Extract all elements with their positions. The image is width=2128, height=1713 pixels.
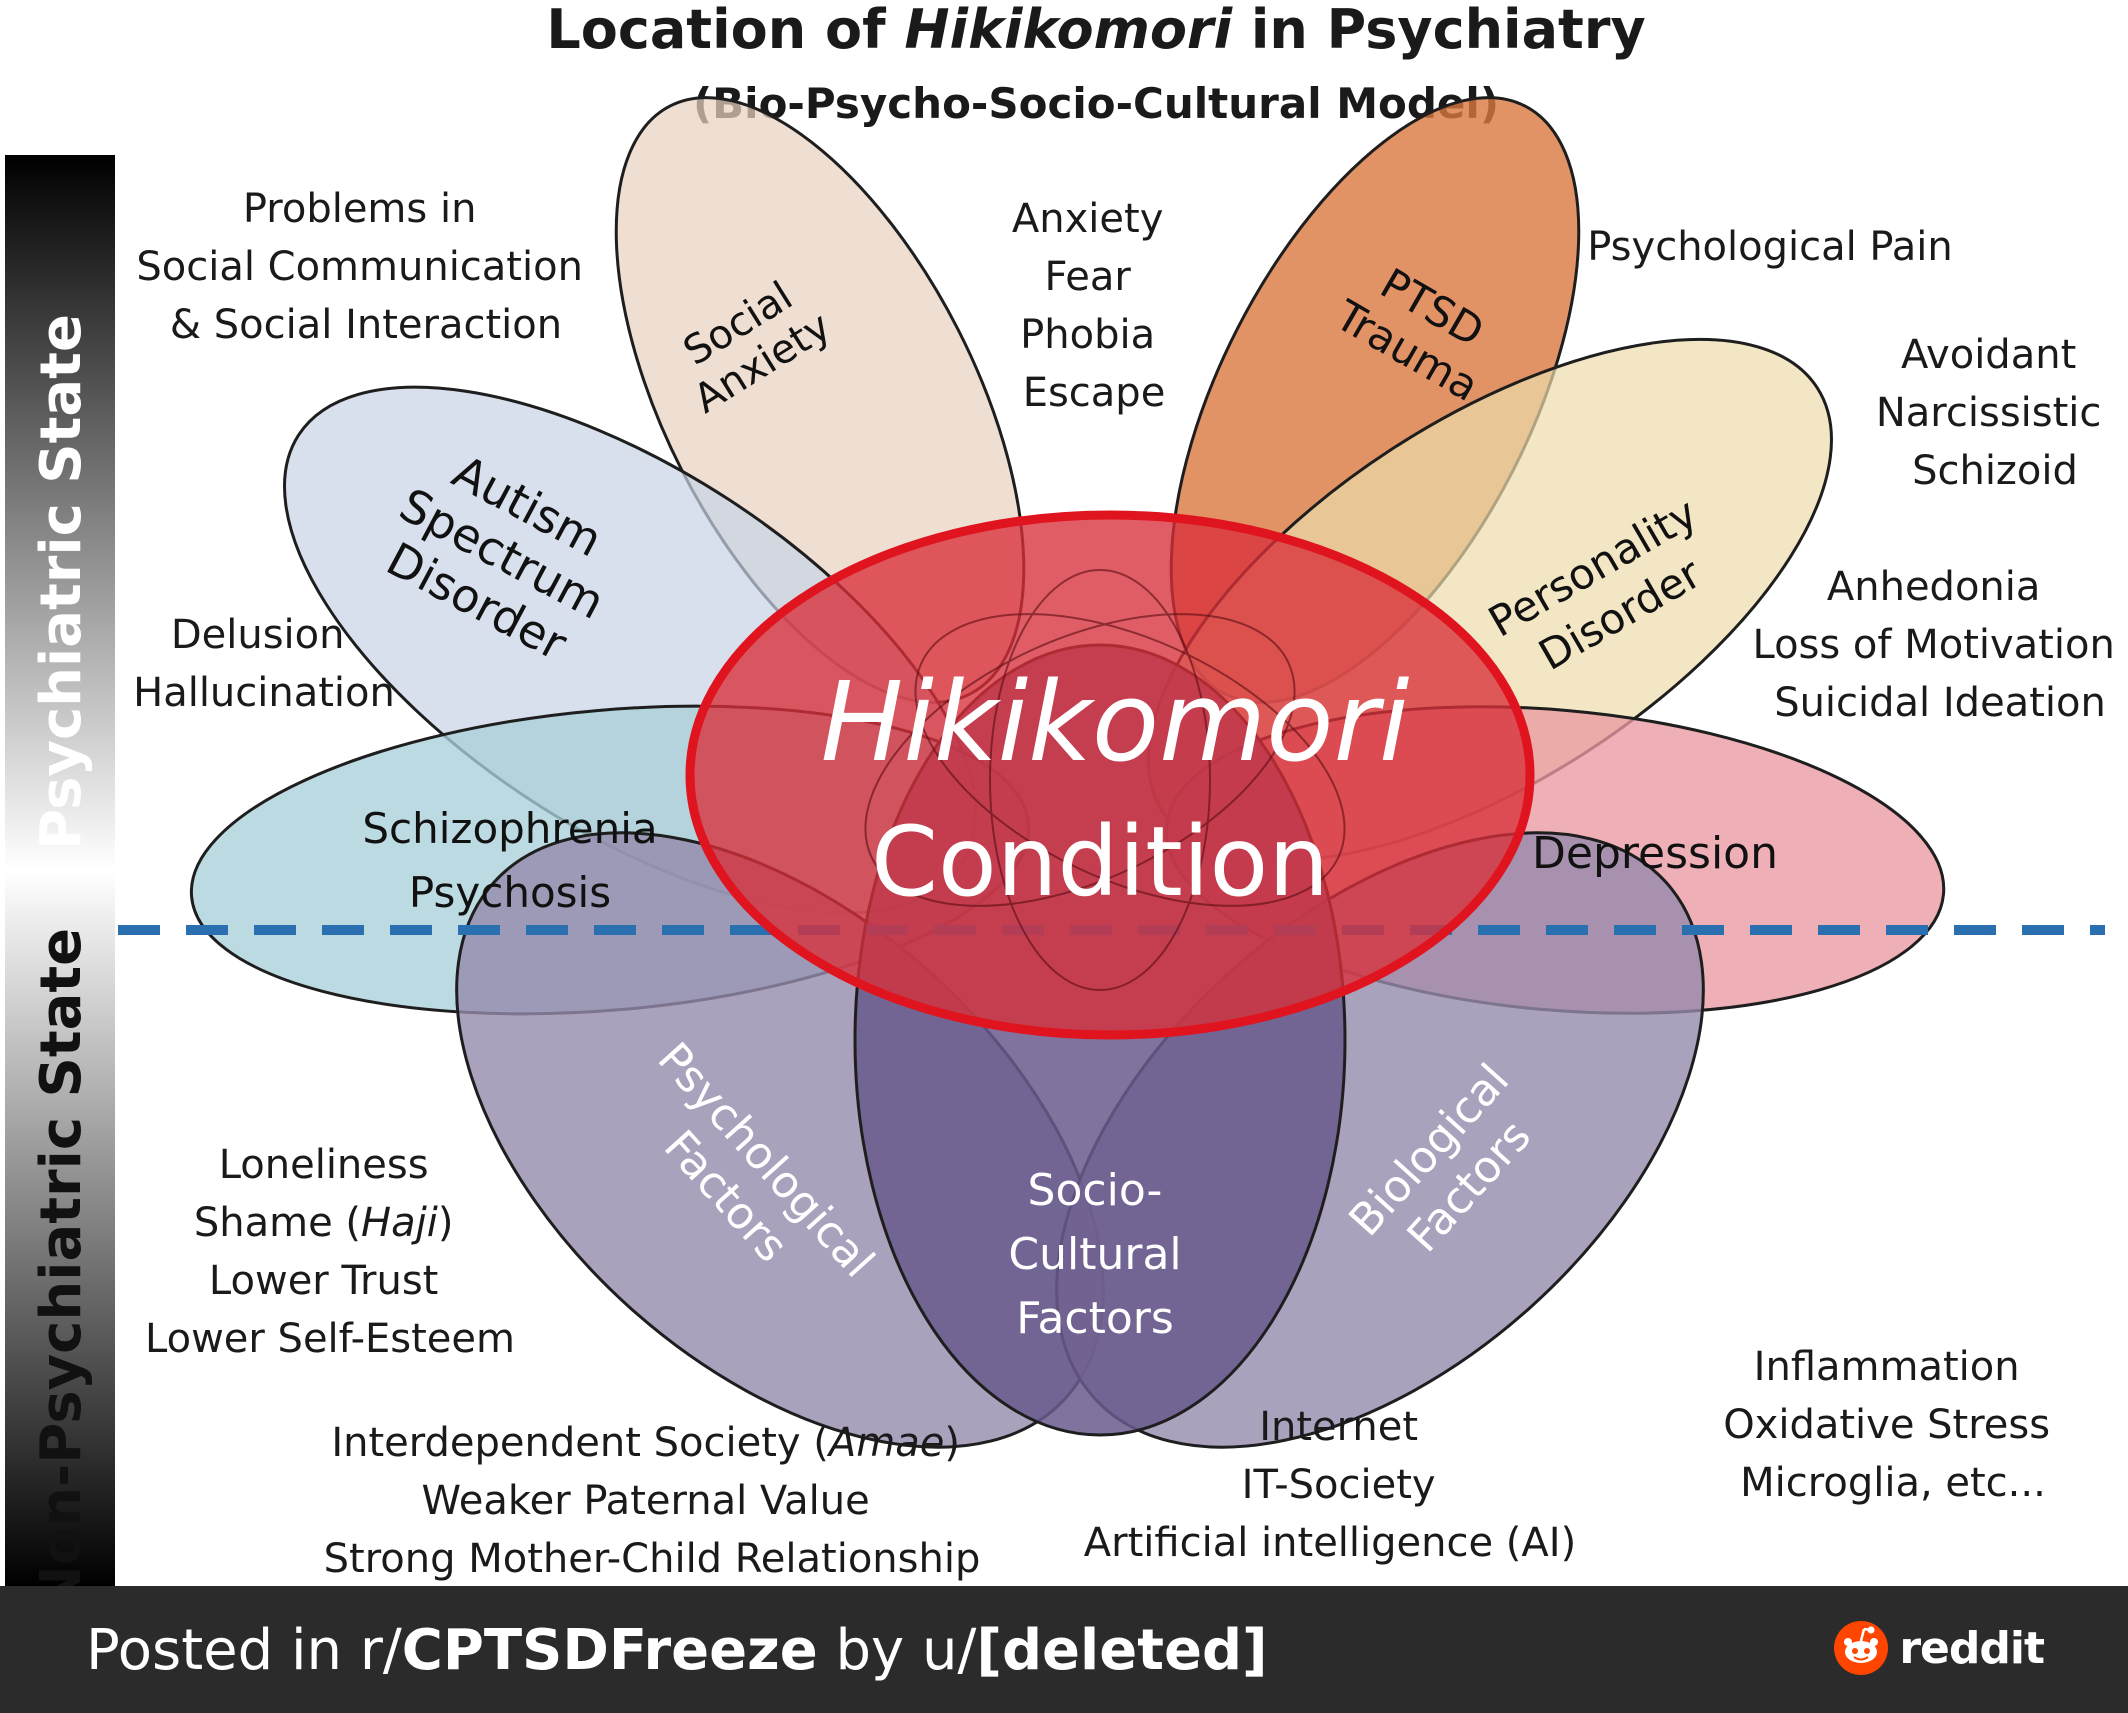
state-label-non-psychiatric: Non-Psychiatric State	[29, 928, 94, 1586]
subreddit-link[interactable]: CPTSDFreeze	[401, 1618, 818, 1683]
petal-label-depression: Depression	[1532, 828, 1778, 879]
reddit-logo[interactable]: reddit	[1833, 1620, 2045, 1676]
annotation-internet: Internet IT-Society Artificial intellige…	[1084, 1404, 1576, 1566]
annotation-society: Interdependent Society (Amae) Weaker Pat…	[324, 1420, 981, 1582]
center-subtitle: Condition	[871, 806, 1329, 918]
annotation-social-problems: Problems in Social Communication & Socia…	[136, 186, 595, 348]
state-label-psychiatric: Psychiatric State	[29, 314, 94, 850]
annotation-psych-pain: Psychological Pain	[1587, 224, 1952, 270]
annotation-pd-types: Avoidant Narcissistic Schizoid	[1876, 332, 2114, 494]
reddit-wordmark: reddit	[1899, 1622, 2045, 1674]
annotation-psych-factors: Loneliness Shame (Haji) Lower Trust Lowe…	[145, 1142, 515, 1362]
diagram-title: Location of Hikikomori in Psychiatry	[546, 0, 1645, 61]
annotation-depression-symptoms: Anhedonia Loss of Motivation Suicidal Id…	[1752, 564, 2127, 726]
post-footer: Posted in r/CPTSDFreeze by u/[deleted] r…	[0, 1586, 2128, 1713]
user-link[interactable]: [deleted]	[976, 1618, 1268, 1683]
annotation-anxiety: Anxiety Fear Phobia Escape	[1012, 196, 1176, 416]
diagram-subtitle: (Bio-Psycho-Socio-Cultural Model)	[693, 79, 1499, 128]
hikikomori-diagram: Location of Hikikomori in Psychiatry (Bi…	[5, 0, 2127, 1586]
annotation-delusion: Delusion Hallucination	[133, 612, 395, 716]
state-bar	[5, 155, 115, 1586]
annotation-biological: Inflammation Oxidative Stress Microglia,…	[1723, 1344, 2063, 1506]
post-attribution: Posted in r/CPTSDFreeze by u/[deleted]	[86, 1618, 1268, 1683]
center-inner-lines	[864, 569, 1346, 991]
center-ellipse	[685, 510, 1535, 1040]
reddit-icon	[1834, 1621, 1889, 1675]
center-title: Hikikomori	[821, 658, 1410, 786]
